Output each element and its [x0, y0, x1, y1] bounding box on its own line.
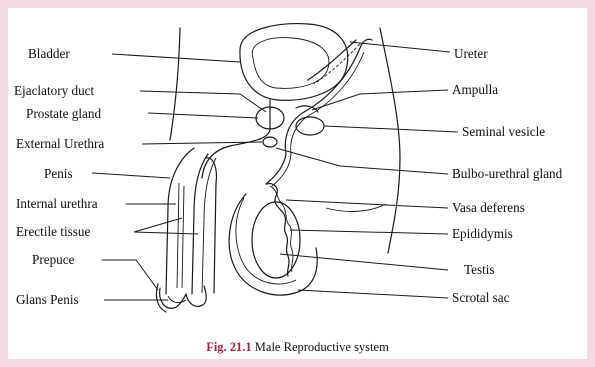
labels-left: Bladder Ejaclatory duct Prostate gland E… — [14, 46, 104, 307]
bulbo-urethral-shape — [263, 137, 277, 147]
penis-outer-right — [192, 154, 208, 294]
epididymis-coil — [266, 184, 289, 276]
leader-testis — [280, 254, 448, 270]
body-outline-back — [380, 28, 400, 253]
leader-epididymis — [290, 230, 448, 234]
label-seminal-vesicle: Seminal vesicle — [462, 124, 545, 139]
glans-shape-2 — [186, 286, 206, 306]
figure-caption: Fig. 21.1 Male Reproductive system — [8, 340, 587, 355]
body-outline-front — [170, 28, 180, 140]
vas-deferens-path-2 — [291, 52, 364, 154]
label-ureter: Ureter — [454, 46, 488, 61]
label-internal-urethra: Internal urethra — [16, 196, 98, 211]
label-scrotal-sac: Scrotal sac — [452, 290, 510, 305]
figure-panel: Bladder Ejaclatory duct Prostate gland E… — [8, 8, 587, 359]
glans-shape — [160, 288, 186, 308]
leader-ejaculatory-duct — [140, 91, 266, 112]
label-erectile-tissue: Erectile tissue — [16, 224, 90, 239]
leader-erectile-2 — [134, 232, 198, 234]
ureter-tube — [308, 40, 356, 80]
seminal-vesicle-shape — [296, 117, 324, 135]
reproductive-diagram: Bladder Ejaclatory duct Prostate gland E… — [8, 8, 587, 359]
figure-caption-text: Male Reproductive system — [255, 340, 389, 354]
label-bulbo-urethral-gland: Bulbo-urethral gland — [452, 166, 563, 181]
epididymis-coil-2 — [270, 186, 293, 272]
leader-scrotal-sac — [298, 290, 448, 298]
labels-right: Ureter Ampulla Seminal vesicle Bulbo-ure… — [452, 46, 563, 305]
label-vasa-deferens: Vasa deferens — [452, 200, 525, 215]
prepuce-line — [156, 284, 166, 312]
label-prepuce: Prepuce — [32, 252, 75, 267]
label-ampulla: Ampulla — [452, 82, 498, 97]
leader-lines — [92, 42, 458, 300]
label-testis: Testis — [464, 262, 495, 277]
label-bladder: Bladder — [28, 46, 70, 61]
erectile-tissue-chamber — [206, 158, 216, 293]
leader-prepuce — [102, 260, 158, 290]
label-prostate-gland: Prostate gland — [26, 106, 101, 121]
label-external-urethra: External Urethra — [16, 136, 104, 151]
label-penis: Penis — [44, 166, 73, 181]
label-glans-penis: Glans Penis — [16, 292, 79, 307]
bladder-inner — [252, 38, 329, 89]
leader-ampulla — [312, 90, 448, 110]
vas-to-epididymis — [266, 154, 286, 184]
leader-penis — [92, 173, 170, 178]
leader-ureter — [350, 42, 450, 52]
label-epididymis: Epididymis — [452, 226, 513, 241]
leader-bladder — [112, 54, 240, 62]
figure-number: Fig. 21.1 — [206, 340, 251, 354]
erectile-tissue-line-1 — [177, 183, 179, 288]
leader-prostate — [148, 113, 258, 118]
label-ejaculatory-duct: Ejaclatory duct — [14, 83, 95, 98]
vas-deferens-path — [285, 39, 372, 154]
testis-shape — [252, 202, 300, 278]
leader-bulbo-urethral — [276, 148, 448, 174]
scrotum-outline — [229, 194, 317, 295]
vas-to-epididymis-2 — [272, 154, 291, 186]
leader-seminal-vesicle — [324, 126, 458, 132]
leader-erectile-1 — [134, 218, 182, 232]
erectile-tissue-line-2 — [182, 186, 184, 288]
buttock-line — [326, 204, 386, 211]
leader-vasa-deferens — [286, 200, 448, 208]
